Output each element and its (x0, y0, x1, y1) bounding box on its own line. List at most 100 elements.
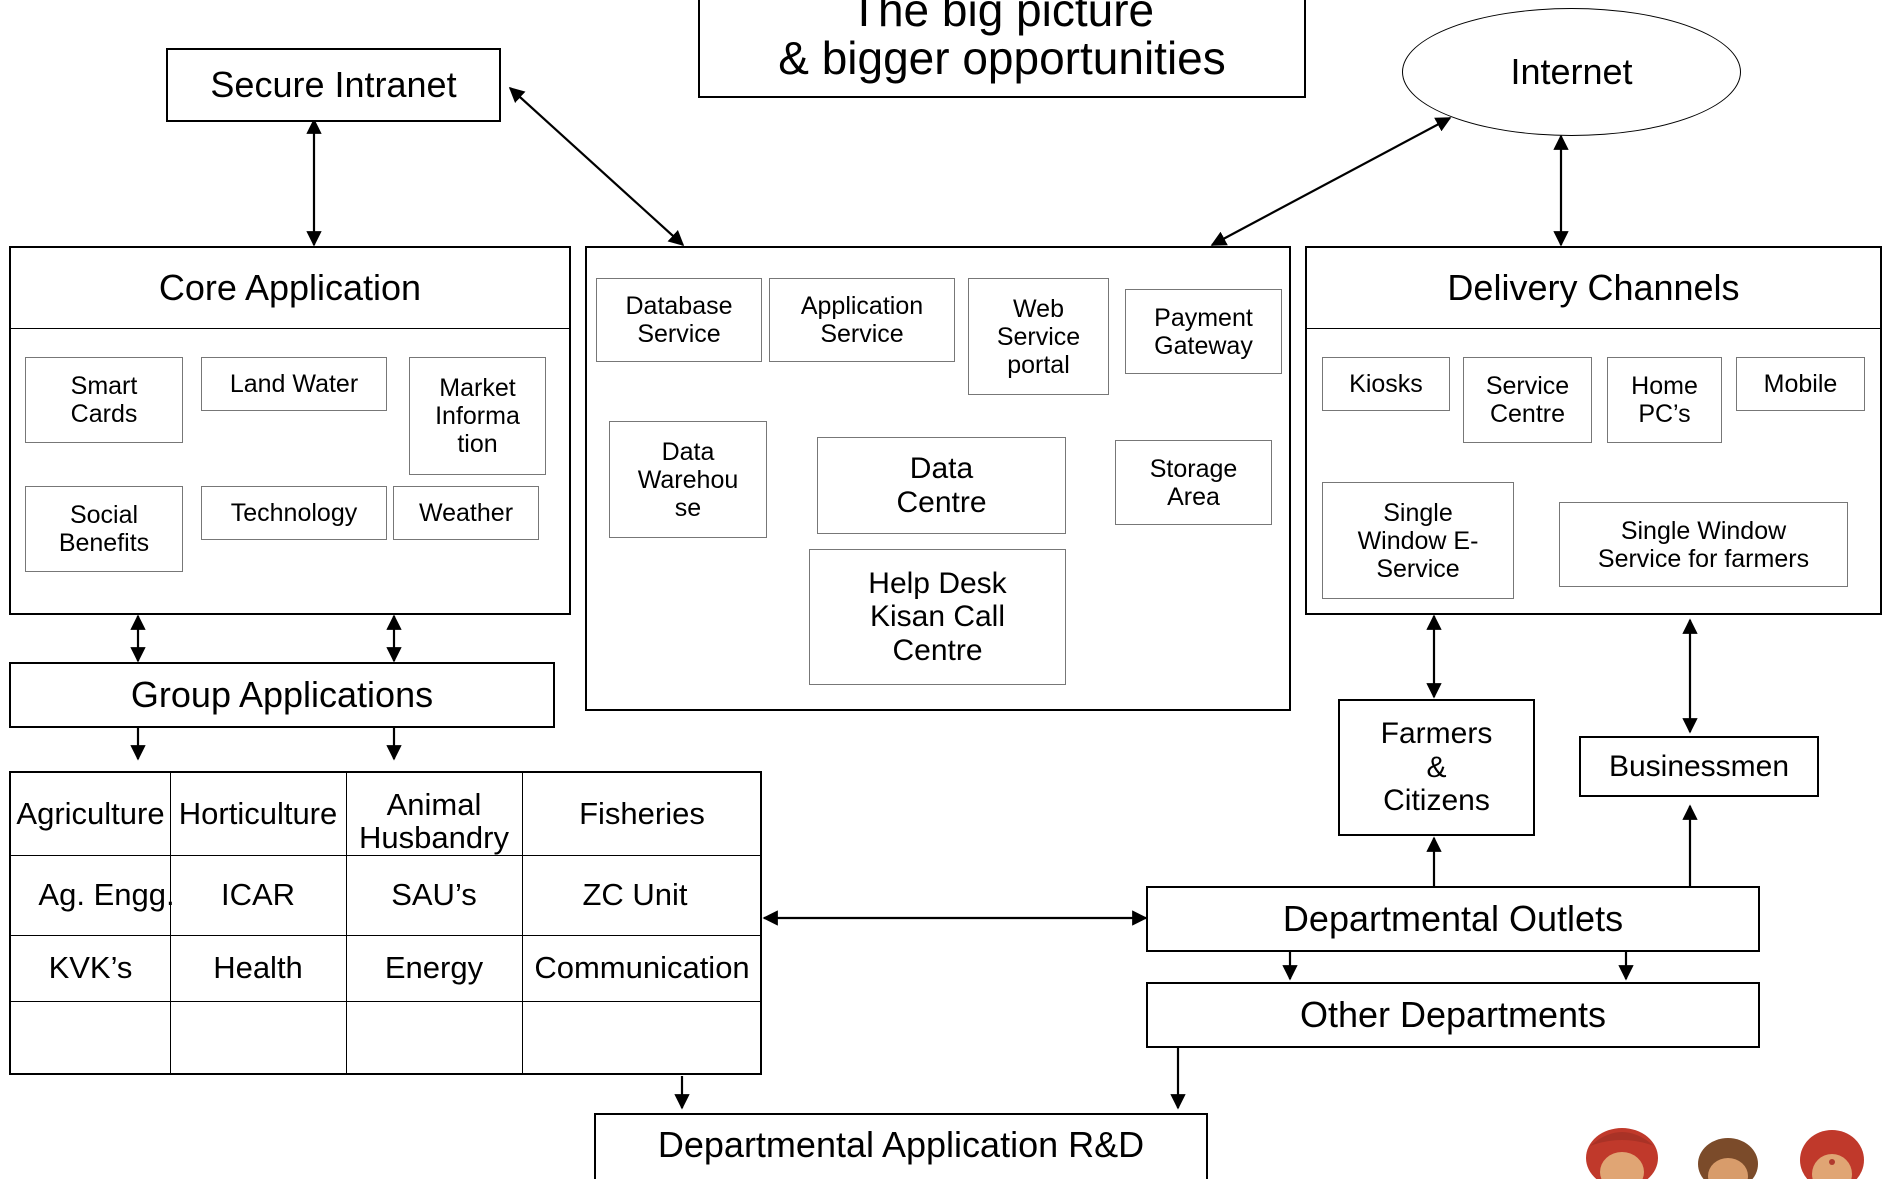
grid-cell-health: Health (170, 935, 346, 1001)
delivery-channels-title-text: Delivery Channels (1447, 266, 1740, 308)
internet-node: Internet (1402, 8, 1741, 136)
smart-cards-label: Smart Cards (70, 372, 138, 428)
grid-cell-saus: SAU’s (346, 855, 522, 935)
web-service-portal-label: Web Service portal (996, 294, 1081, 379)
secure-intranet-box: Secure Intranet (166, 48, 501, 122)
grid-cell-ag-engg: Ag. Engg. (11, 855, 202, 935)
storage-area-box: Storage Area (1115, 440, 1272, 525)
farmers-citizens-box: Farmers & Citizens (1338, 699, 1535, 836)
storage-area-label: Storage Area (1149, 454, 1238, 511)
weather-box: Weather (393, 486, 539, 540)
land-water-box: Land Water (201, 357, 387, 411)
grid-col-line (346, 773, 347, 1073)
service-centre-label: Service Centre (1485, 372, 1570, 428)
grid-cell-text: Health (213, 949, 303, 985)
arrow-intranet-datacentre (508, 86, 685, 247)
application-service-box: Application Service (769, 278, 955, 362)
home-pcs-label: Home PC’s (1631, 372, 1698, 428)
grid-cell-text: Agriculture (16, 795, 165, 831)
grid-cell-agriculture: Agriculture (11, 773, 170, 855)
grid-cell-kvks: KVK’s (11, 935, 170, 1001)
single-window-farmers-box: Single Window Service for farmers (1559, 502, 1848, 587)
technology-label: Technology (230, 499, 358, 527)
help-desk-box: Help Desk Kisan Call Centre (809, 549, 1066, 685)
application-service-label: Application Service (800, 292, 924, 348)
departmental-outlets-box: Departmental Outlets (1146, 886, 1760, 952)
departmental-rd-label: Departmental Application R&D (657, 1124, 1145, 1165)
data-centre-box: Data Centre (817, 437, 1066, 534)
farmers-illustration (1570, 1118, 1883, 1179)
home-pcs-box: Home PC’s (1607, 357, 1722, 443)
grid-cell-text: SAU’s (391, 876, 477, 912)
single-window-eservice-label: Single Window E- Service (1357, 498, 1479, 583)
data-centre-label: Data Centre (896, 451, 987, 519)
core-application-title: Core Application (11, 248, 569, 329)
grid-cell-text: Animal Husbandry (359, 787, 509, 855)
grid-cell-text: ZC Unit (582, 876, 688, 912)
land-water-label: Land Water (229, 370, 359, 398)
grid-cell-energy: Energy (346, 935, 522, 1001)
web-service-portal-box: Web Service portal (968, 278, 1109, 395)
help-desk-label: Help Desk Kisan Call Centre (868, 566, 1007, 667)
core-application-title-text: Core Application (158, 266, 422, 308)
group-applications-label: Group Applications (130, 673, 434, 715)
farmers-citizens-label: Farmers & Citizens (1380, 717, 1493, 818)
technology-box: Technology (201, 486, 387, 540)
arrow-internet-datacentre (1210, 117, 1452, 246)
grid-cell-horticulture: Horticulture (170, 773, 346, 855)
database-service-box: Database Service (596, 278, 762, 362)
grid-cell-animal-husbandry: Animal Husbandry (346, 781, 522, 863)
grid-cell-text: Communication (534, 949, 750, 985)
data-warehouse-box: Data Warehou se (609, 421, 767, 538)
grid-col-line (170, 773, 171, 1073)
single-window-farmers-label: Single Window Service for farmers (1597, 516, 1810, 573)
grid-cell-text: KVK’s (48, 949, 133, 985)
smart-cards-box: Smart Cards (25, 357, 183, 443)
mobile-box: Mobile (1736, 357, 1865, 411)
market-information-label: Market Informa tion (435, 374, 520, 458)
other-departments-box: Other Departments (1146, 982, 1760, 1048)
page-title-text: The big picture & bigger opportunities (778, 0, 1226, 84)
delivery-channels-title: Delivery Channels (1307, 248, 1880, 329)
person-icon (1800, 1130, 1864, 1179)
businessmen-label: Businessmen (1608, 749, 1790, 783)
grid-row-line (11, 1001, 760, 1002)
kiosks-box: Kiosks (1322, 357, 1450, 411)
grid-cell-fisheries: Fisheries (522, 773, 762, 855)
grid-cell-communication: Communication (522, 935, 762, 1001)
page-title: The big picture & bigger opportunities (698, 0, 1306, 98)
other-departments-label: Other Departments (1299, 993, 1607, 1035)
data-warehouse-label: Data Warehou se (637, 437, 739, 522)
weather-label: Weather (418, 499, 514, 527)
person-icon (1586, 1128, 1658, 1179)
database-service-label: Database Service (625, 292, 733, 348)
departmental-rd-box: Departmental Application R&D (594, 1113, 1208, 1179)
single-window-eservice-box: Single Window E- Service (1322, 482, 1514, 599)
kiosks-label: Kiosks (1349, 370, 1423, 398)
businessmen-box: Businessmen (1579, 736, 1819, 797)
market-information-box: Market Informa tion (409, 357, 546, 475)
mobile-label: Mobile (1763, 370, 1838, 398)
social-benefits-label: Social Benefits (58, 501, 150, 557)
grid-col-line (522, 773, 523, 1073)
grid-cell-text: ICAR (220, 876, 296, 912)
service-centre-box: Service Centre (1463, 357, 1592, 443)
internet-label: Internet (1510, 51, 1633, 92)
grid-row-line (11, 935, 760, 936)
payment-gateway-box: Payment Gateway (1125, 289, 1282, 374)
grid-cell-text: Horticulture (178, 795, 338, 831)
farmers-illustration-svg (1586, 1128, 1864, 1179)
secure-intranet-label: Secure Intranet (210, 63, 457, 105)
departmental-outlets-label: Departmental Outlets (1282, 897, 1624, 939)
grid-row-line (11, 855, 760, 856)
grid-cell-icar: ICAR (170, 855, 346, 935)
grid-cell-text: Fisheries (579, 795, 705, 831)
application-grid: Agriculture Horticulture Animal Husbandr… (9, 771, 762, 1075)
grid-cell-zc-unit: ZC Unit (522, 855, 748, 935)
social-benefits-box: Social Benefits (25, 486, 183, 572)
payment-gateway-label: Payment Gateway (1154, 303, 1253, 360)
grid-cell-text: Ag. Engg. (38, 876, 175, 912)
grid-cell-text: Energy (384, 949, 484, 985)
person-icon (1698, 1138, 1758, 1179)
